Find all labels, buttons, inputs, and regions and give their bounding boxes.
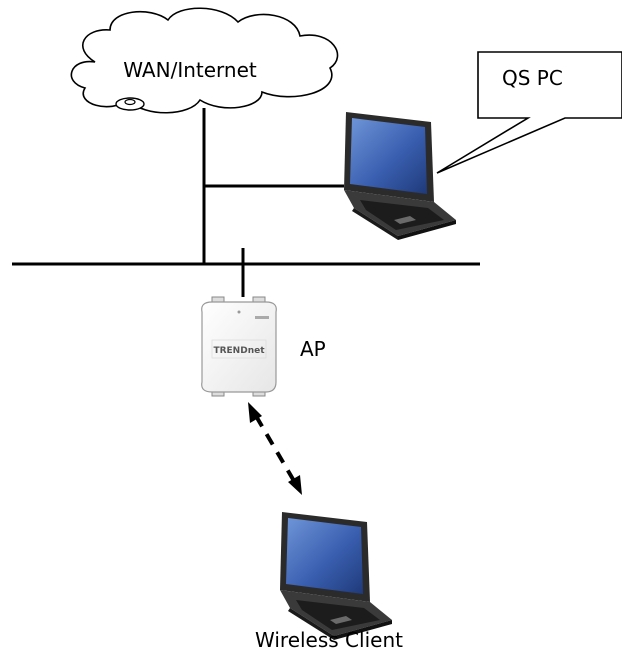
arrowhead-up-icon — [248, 402, 262, 423]
client-laptop-icon — [280, 512, 392, 640]
ap-label: AP — [300, 337, 326, 361]
callout-icon — [436, 51, 622, 174]
arrowhead-down-icon — [288, 475, 302, 495]
wireless-link-arrow — [248, 402, 302, 495]
cloud-icon — [70, 7, 339, 114]
callout-label: QS PC — [502, 66, 563, 90]
access-point-icon: TRENDnet — [201, 296, 277, 397]
network-lines — [12, 108, 480, 297]
laptop-icon — [344, 112, 456, 240]
client-label: Wireless Client — [255, 628, 403, 652]
cloud-label: WAN/Internet — [123, 58, 257, 82]
ap-brand-label: TRENDnet — [213, 346, 265, 356]
